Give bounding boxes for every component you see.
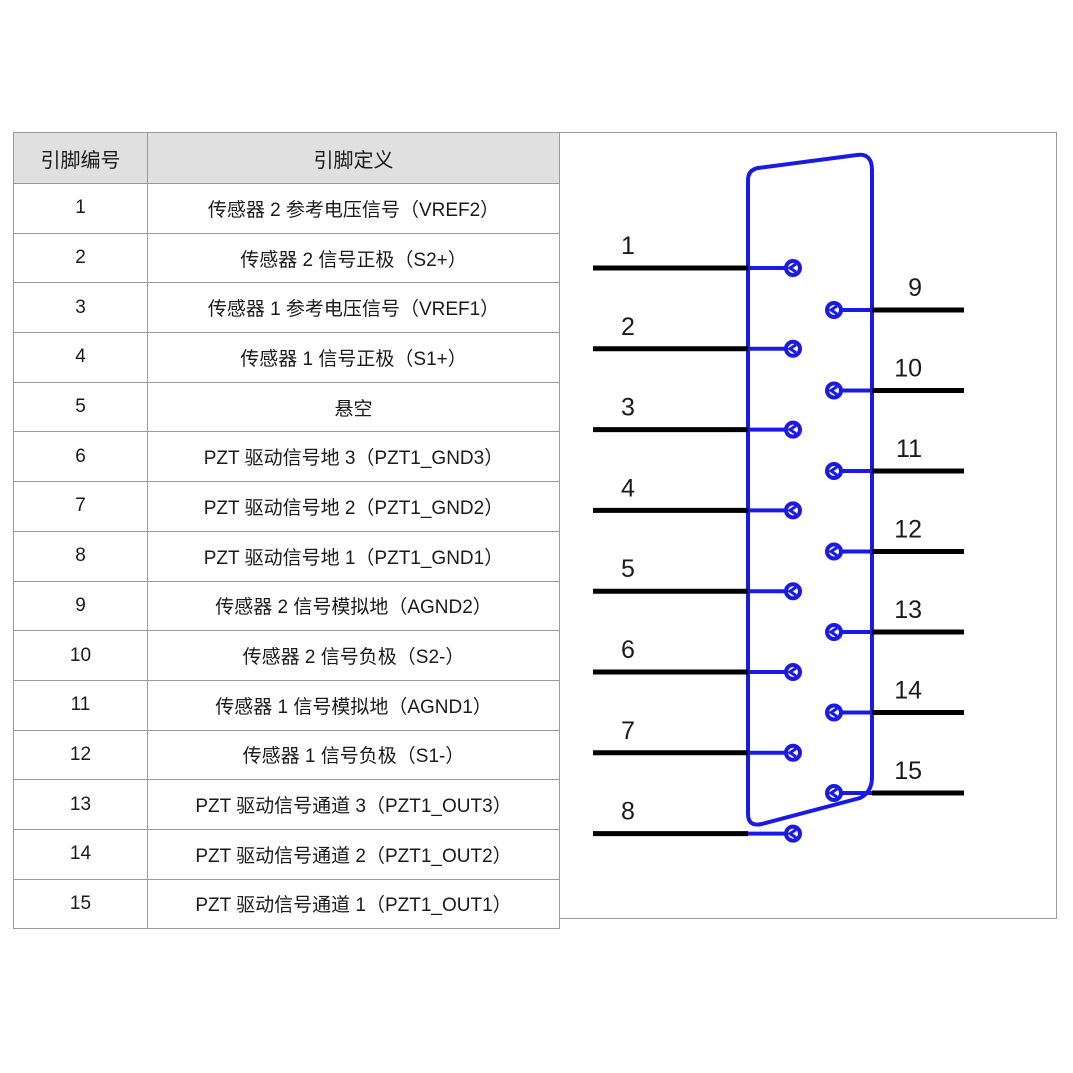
pin-number-label: 9: [908, 274, 922, 302]
cell-pin-definition: PZT 驱动信号通道 1（PZT1_OUT1）: [147, 878, 560, 930]
cell-pin-definition: PZT 驱动信号通道 3（PZT1_OUT3）: [147, 779, 560, 830]
pin-contact-mark: [787, 505, 797, 516]
pin-contact-mark: [787, 424, 797, 435]
cell-pin-definition: 传感器 2 信号模拟地（AGND2）: [147, 580, 560, 632]
pin-number-label: 1: [621, 232, 635, 260]
cell-pin-number: 3: [13, 282, 148, 334]
cell-pin-definition: 传感器 1 信号正极（S1+）: [147, 332, 560, 383]
cell-pin-number: 6: [13, 431, 148, 483]
pin-contact-mark: [828, 465, 838, 477]
column-header-pin-definition: 引脚定义: [147, 132, 560, 184]
pin-contact-mark: [787, 747, 797, 759]
pin-contact-circle: [825, 381, 843, 400]
cell-pin-number: 2: [13, 232, 148, 284]
cell-pin-number: 12: [13, 729, 148, 781]
cell-pin-definition: PZT 驱动信号地 3（PZT1_GND3）: [147, 431, 560, 483]
pin-contact-circle: [784, 663, 802, 681]
pin-contact-circle: [784, 501, 802, 520]
pin-contact-mark: [828, 707, 838, 718]
cell-pin-number: 9: [13, 580, 148, 632]
pin-contact-circle: [825, 784, 843, 802]
pin-contact-circle: [825, 703, 843, 722]
pin-contact-circle: [784, 259, 802, 277]
pin-contact-circle: [825, 462, 843, 480]
column-header-pin-number: 引脚编号: [13, 132, 148, 184]
pin-contact-mark: [787, 585, 797, 597]
pin-contact-circle: [784, 582, 802, 601]
pin-leader-group: [593, 259, 964, 843]
cell-pin-number: 4: [13, 332, 148, 383]
connector-shell-outline: [746, 152, 874, 827]
pin-contact-circle: [784, 420, 802, 439]
cell-pin-number: 7: [13, 481, 148, 532]
cell-pin-number: 15: [13, 878, 148, 930]
pin-number-label: 2: [621, 313, 635, 341]
pin-number-label: 3: [621, 394, 635, 422]
pin-contact-circle: [784, 339, 802, 358]
cell-pin-definition: 传感器 2 参考电压信号（VREF2）: [147, 183, 560, 234]
cell-pin-definition: PZT 驱动信号通道 2（PZT1_OUT2）: [147, 828, 560, 880]
cell-pin-definition: 传感器 2 信号负极（S2-）: [147, 630, 560, 681]
pin-contact-mark: [787, 666, 797, 678]
pin-contact-circle: [825, 301, 843, 319]
pin-contact-mark: [787, 343, 797, 355]
cell-pin-definition: 悬空: [147, 381, 560, 433]
pin-number-label: 14: [894, 677, 922, 705]
cell-pin-definition: 传感器 1 信号模拟地（AGND1）: [147, 679, 560, 731]
pin-contact-mark: [828, 546, 838, 557]
cell-pin-number: 14: [13, 828, 148, 880]
pin-number-label: 15: [894, 757, 922, 785]
pin-contact-mark: [828, 304, 838, 316]
pin-contact-mark: [787, 828, 797, 839]
pin-contact-circle: [825, 623, 843, 641]
cell-pin-number: 1: [13, 183, 148, 234]
pin-contact-mark: [828, 626, 838, 638]
pin-number-label: 4: [621, 474, 635, 502]
cell-pin-number: 5: [13, 381, 148, 433]
pin-contact-mark: [787, 262, 797, 274]
cell-pin-number: 8: [13, 530, 148, 582]
table-header-row: 引脚编号 引脚定义: [13, 132, 560, 184]
cell-pin-number: 13: [13, 779, 148, 830]
pin-contact-circle: [825, 542, 843, 561]
pin-number-label: 7: [621, 717, 635, 745]
cell-pin-definition: 传感器 2 信号正极（S2+）: [147, 232, 560, 284]
cell-pin-definition: PZT 驱动信号地 1（PZT1_GND1）: [147, 530, 560, 582]
pin-number-label: 13: [894, 596, 922, 624]
cell-pin-definition: 传感器 1 信号负极（S1-）: [147, 729, 560, 781]
pin-number-label: 5: [621, 555, 635, 583]
pin-contact-circle: [784, 824, 802, 843]
pin-contact-mark: [828, 385, 838, 396]
cell-pin-definition: 传感器 1 参考电压信号（VREF1）: [147, 282, 560, 334]
pin-number-label: 11: [896, 435, 922, 463]
pin-number-label: 8: [621, 798, 635, 826]
cell-pin-number: 10: [13, 630, 148, 681]
cell-pin-number: 11: [13, 679, 148, 731]
pin-contact-mark: [828, 787, 838, 799]
pin-contact-circle: [784, 743, 802, 762]
pin-number-label: 6: [621, 636, 635, 664]
cell-pin-definition: PZT 驱动信号地 2（PZT1_GND2）: [147, 481, 560, 532]
pin-number-label: 12: [894, 516, 922, 544]
pin-number-label: 10: [894, 355, 922, 383]
